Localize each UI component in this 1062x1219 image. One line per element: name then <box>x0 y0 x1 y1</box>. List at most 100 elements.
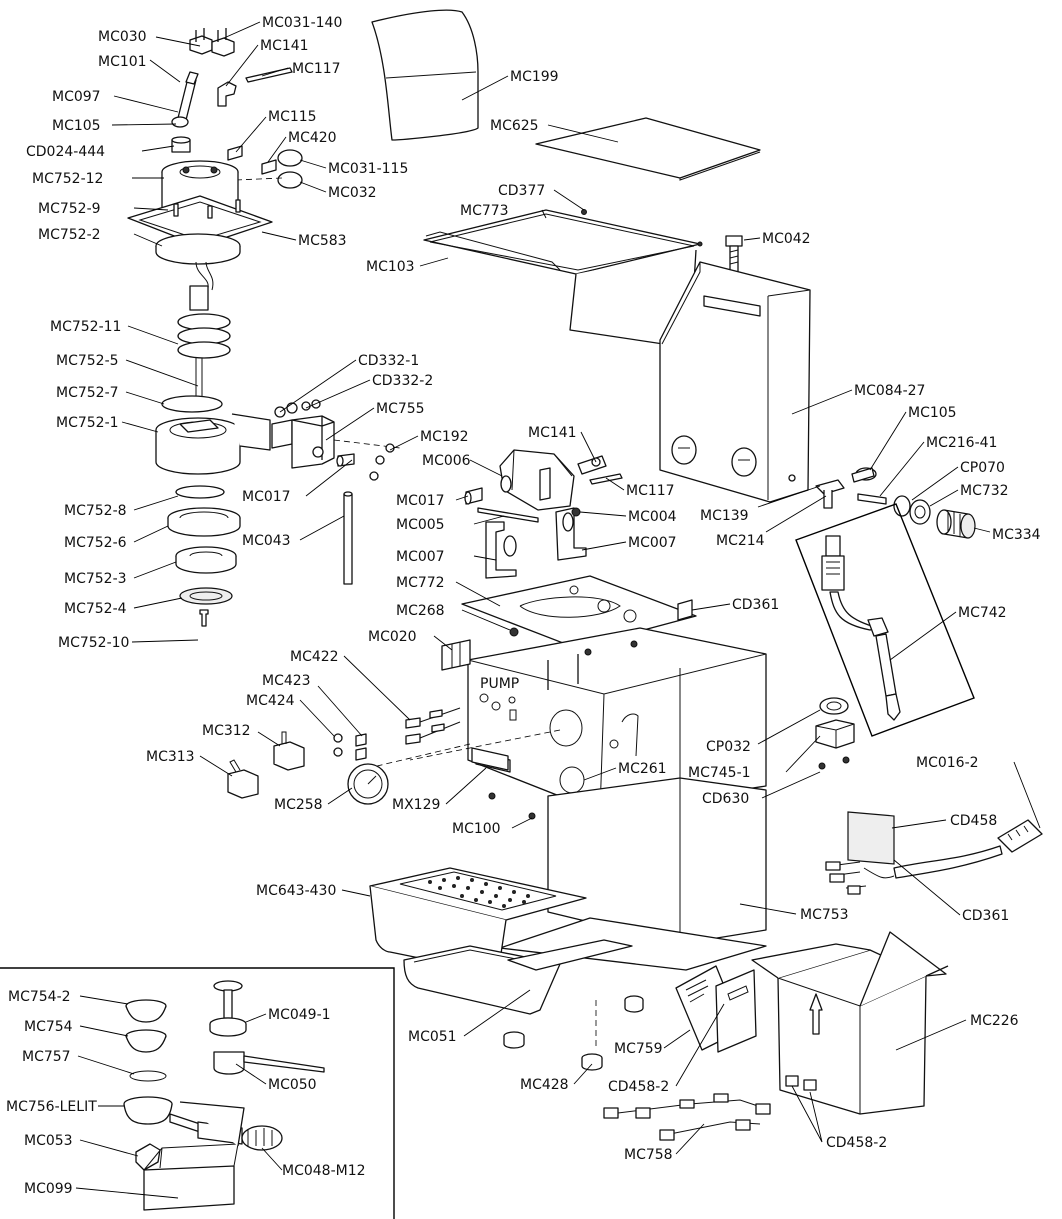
label-CD458-top: CD458 <box>950 813 997 829</box>
label-MC334: MC334 <box>992 527 1041 543</box>
label-CD630: CD630 <box>702 791 749 807</box>
label-MC051: MC051 <box>408 1029 457 1045</box>
label-MC139: MC139 <box>700 508 749 524</box>
label-CD332-2: CD332-2 <box>372 373 433 389</box>
label-MC754-2: MC754-2 <box>8 989 71 1005</box>
label-CD458-2-box: CD458-2 <box>826 1135 887 1151</box>
label-MC084-27: MC084-27 <box>854 383 925 399</box>
label-MC732: MC732 <box>960 483 1009 499</box>
solenoid-valve-assembly <box>271 399 401 585</box>
label-MC755: MC755 <box>376 401 425 417</box>
label-MC117-top: MC117 <box>292 61 341 77</box>
label-MC004: MC004 <box>628 509 677 525</box>
label-MC428: MC428 <box>520 1077 569 1093</box>
label-MC141-mid: MC141 <box>528 425 577 441</box>
label-MC752-10: MC752-10 <box>58 635 129 651</box>
label-CD458-2-mid: CD458-2 <box>608 1079 669 1095</box>
label-MC753: MC753 <box>800 907 849 923</box>
label-MC049-1: MC049-1 <box>268 1007 331 1023</box>
label-MC043: MC043 <box>242 533 291 549</box>
label-MC752-11: MC752-11 <box>50 319 121 335</box>
label-MC017-left: MC017 <box>242 489 291 505</box>
label-CD361-top: CD361 <box>732 597 779 613</box>
label-MC105-top: MC105 <box>52 118 101 134</box>
label-MX129: MX129 <box>392 797 440 813</box>
label-MC625: MC625 <box>490 118 539 134</box>
label-MC042: MC042 <box>762 231 811 247</box>
label-MC261: MC261 <box>618 761 667 777</box>
label-MC100: MC100 <box>452 821 501 837</box>
pump-assembly <box>464 449 623 579</box>
label-MC031-115: MC031-115 <box>328 161 408 177</box>
manual-booklets <box>675 965 757 1053</box>
label-MC216-41: MC216-41 <box>926 435 997 451</box>
label-MC048-M12: MC048-M12 <box>282 1163 366 1179</box>
label-MC101: MC101 <box>98 54 147 70</box>
label-MC031-140: MC031-140 <box>262 15 342 31</box>
main-body-frame: PUMP <box>227 575 767 830</box>
label-MC756-LELIT: MC756-LELIT <box>6 1099 97 1115</box>
label-CP070: CP070 <box>960 460 1005 476</box>
label-MC103: MC103 <box>366 259 415 275</box>
label-MC313: MC313 <box>146 749 195 765</box>
label-MC752-3: MC752-3 <box>64 571 127 587</box>
label-MC752-4: MC752-4 <box>64 601 127 617</box>
label-MC742: MC742 <box>958 605 1007 621</box>
label-MC312: MC312 <box>202 723 251 739</box>
label-MC199: MC199 <box>510 69 559 85</box>
label-MC226: MC226 <box>970 1013 1019 1029</box>
label-MC097: MC097 <box>52 89 101 105</box>
label-MC752-8: MC752-8 <box>64 503 127 519</box>
label-CD024-444: CD024-444 <box>26 144 105 160</box>
label-MC643-430: MC643-430 <box>256 883 336 899</box>
label-MC141-top: MC141 <box>260 38 309 54</box>
label-MC420: MC420 <box>288 130 337 146</box>
label-MC006: MC006 <box>422 453 471 469</box>
label-MC752-2: MC752-2 <box>38 227 101 243</box>
drip-tray-grid <box>428 876 530 908</box>
label-MC053: MC053 <box>24 1133 73 1149</box>
hose-clamp-parts <box>815 697 855 770</box>
label-MC752-12: MC752-12 <box>32 171 103 187</box>
label-MC105-right: MC105 <box>908 405 957 421</box>
power-cord <box>825 811 1043 895</box>
label-MC016-2: MC016-2 <box>916 755 979 771</box>
label-MC050: MC050 <box>268 1077 317 1093</box>
label-MC772: MC772 <box>396 575 445 591</box>
label-MC192: MC192 <box>420 429 469 445</box>
label-MC745-1: MC745-1 <box>688 765 751 781</box>
pump-marking: PUMP <box>480 676 519 692</box>
label-MC423: MC423 <box>262 673 311 689</box>
label-MC752-5: MC752-5 <box>56 353 119 369</box>
label-MC017-mid: MC017 <box>396 493 445 509</box>
label-CD332-1: CD332-1 <box>358 353 419 369</box>
label-CP032: CP032 <box>706 739 751 755</box>
label-CD361-bottom: CD361 <box>962 908 1009 924</box>
label-MC752-1: MC752-1 <box>56 415 119 431</box>
drip-tray <box>369 867 644 1071</box>
label-MC032: MC032 <box>328 185 377 201</box>
base-housing <box>499 777 767 971</box>
label-MC757: MC757 <box>22 1049 71 1065</box>
steam-valve-assembly <box>815 467 976 539</box>
label-MC020: MC020 <box>368 629 417 645</box>
label-MC752-6: MC752-6 <box>64 535 127 551</box>
label-MC424: MC424 <box>246 693 295 709</box>
label-MC759: MC759 <box>614 1041 663 1057</box>
label-MC773: MC773 <box>460 203 509 219</box>
label-MC752-7: MC752-7 <box>56 385 119 401</box>
label-MC758: MC758 <box>624 1147 673 1163</box>
packaging-box <box>751 931 949 1115</box>
label-MC268: MC268 <box>396 603 445 619</box>
label-MC099: MC099 <box>24 1181 73 1197</box>
part-labels: MC030 MC031-140 MC141 MC101 MC117 MC097 … <box>6 15 1041 1197</box>
label-MC115: MC115 <box>268 109 317 125</box>
label-MC258: MC258 <box>274 797 323 813</box>
wiring-harness <box>603 1093 771 1141</box>
label-MC752-9: MC752-9 <box>38 201 101 217</box>
accessories-inset <box>0 967 395 1219</box>
label-MC005: MC005 <box>396 517 445 533</box>
label-MC030: MC030 <box>98 29 147 45</box>
label-MC214: MC214 <box>716 533 765 549</box>
